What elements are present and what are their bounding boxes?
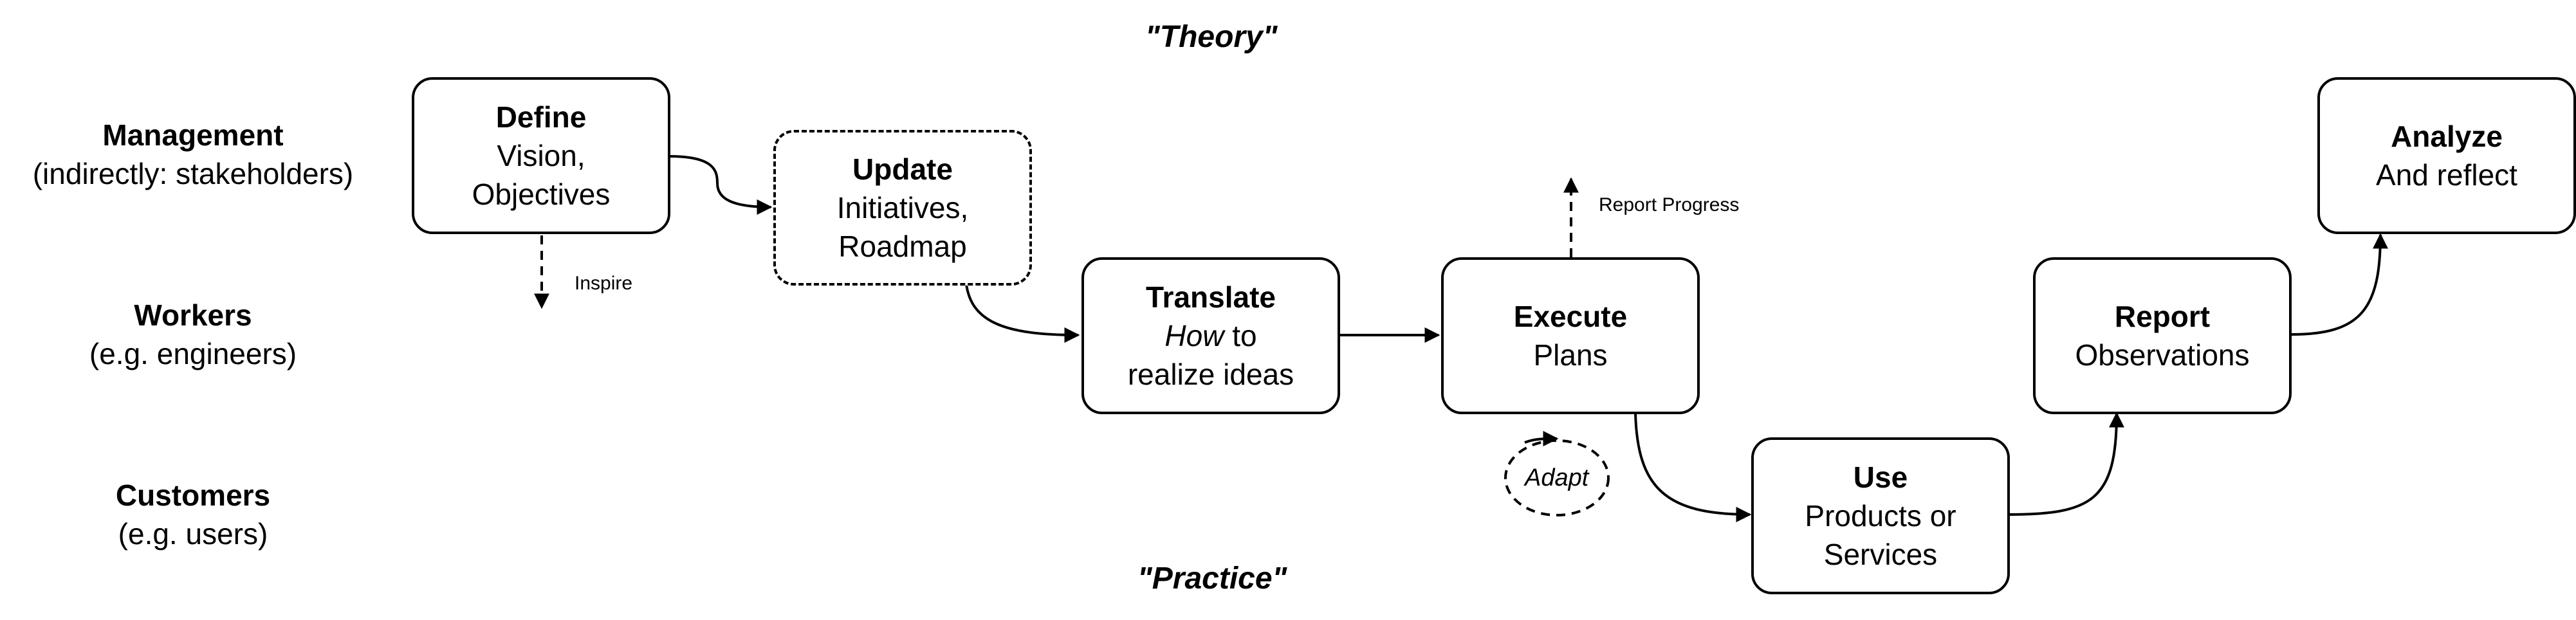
lane-management-title: Management	[102, 118, 284, 152]
arrow-report-to-analyze	[2291, 233, 2388, 336]
lane-workers-title: Workers	[134, 298, 252, 332]
box-analyze-line1: And reflect	[2376, 158, 2517, 192]
box-translate: Translate How to realize ideas	[1081, 257, 1340, 414]
theory-heading: "Theory"	[1145, 20, 1278, 54]
box-update: Update Initiatives, Roadmap	[773, 130, 1032, 286]
box-analyze-title: Analyze	[2391, 120, 2503, 153]
lane-customers-title: Customers	[115, 479, 271, 512]
box-use: Use Products or Services	[1751, 437, 2010, 594]
arrow-execute-to-use	[1634, 412, 1752, 522]
box-translate-title: Translate	[1146, 280, 1276, 314]
adapt-loop-arrowhead	[1524, 431, 1559, 447]
box-report-line1: Observations	[2075, 338, 2250, 372]
lane-management: Management (indirectly: stakeholders)	[19, 116, 367, 193]
box-report: Report Observations	[2033, 257, 2292, 414]
lane-customers-subtitle: (e.g. users)	[118, 517, 268, 551]
box-execute-line1: Plans	[1533, 338, 1608, 372]
box-use-title: Use	[1853, 460, 1908, 494]
box-report-title: Report	[2114, 300, 2211, 333]
box-define-line2: Objectives	[472, 178, 611, 211]
box-analyze: Analyze And reflect	[2317, 77, 2576, 234]
box-execute-title: Execute	[1513, 300, 1628, 333]
box-translate-line1-italic: How	[1164, 319, 1224, 352]
arrow-use-to-report	[2007, 412, 2124, 516]
box-define-line1: Vision,	[497, 139, 585, 172]
box-define-title: Define	[495, 100, 587, 134]
box-update-line1: Initiatives,	[836, 191, 969, 224]
box-translate-line1: How to	[1164, 316, 1256, 355]
annotation-report-progress: Report Progress	[1599, 194, 1740, 215]
box-use-line1: Products or	[1805, 499, 1956, 533]
lane-management-subtitle: (indirectly: stakeholders)	[32, 157, 354, 190]
box-update-line2: Roadmap	[838, 230, 967, 263]
box-execute: Execute Plans	[1441, 257, 1700, 414]
box-update-title: Update	[852, 152, 953, 186]
box-use-line2: Services	[1823, 538, 1938, 571]
lane-workers: Workers (e.g. engineers)	[19, 296, 367, 373]
arrow-update-to-translate	[965, 284, 1080, 343]
box-translate-line1-rest: to	[1224, 319, 1257, 352]
lane-workers-subtitle: (e.g. engineers)	[89, 337, 297, 370]
annotation-inspire: Inspire	[575, 273, 633, 294]
lane-customers: Customers (e.g. users)	[19, 476, 367, 553]
arrow-define-to-update	[668, 155, 773, 215]
practice-heading: "Practice"	[1137, 561, 1287, 596]
adapt-loop-ellipse	[1504, 439, 1610, 516]
box-define: Define Vision, Objectives	[412, 77, 670, 234]
annotation-adapt: Adapt	[1525, 464, 1589, 491]
box-translate-line2: realize ideas	[1127, 358, 1294, 391]
